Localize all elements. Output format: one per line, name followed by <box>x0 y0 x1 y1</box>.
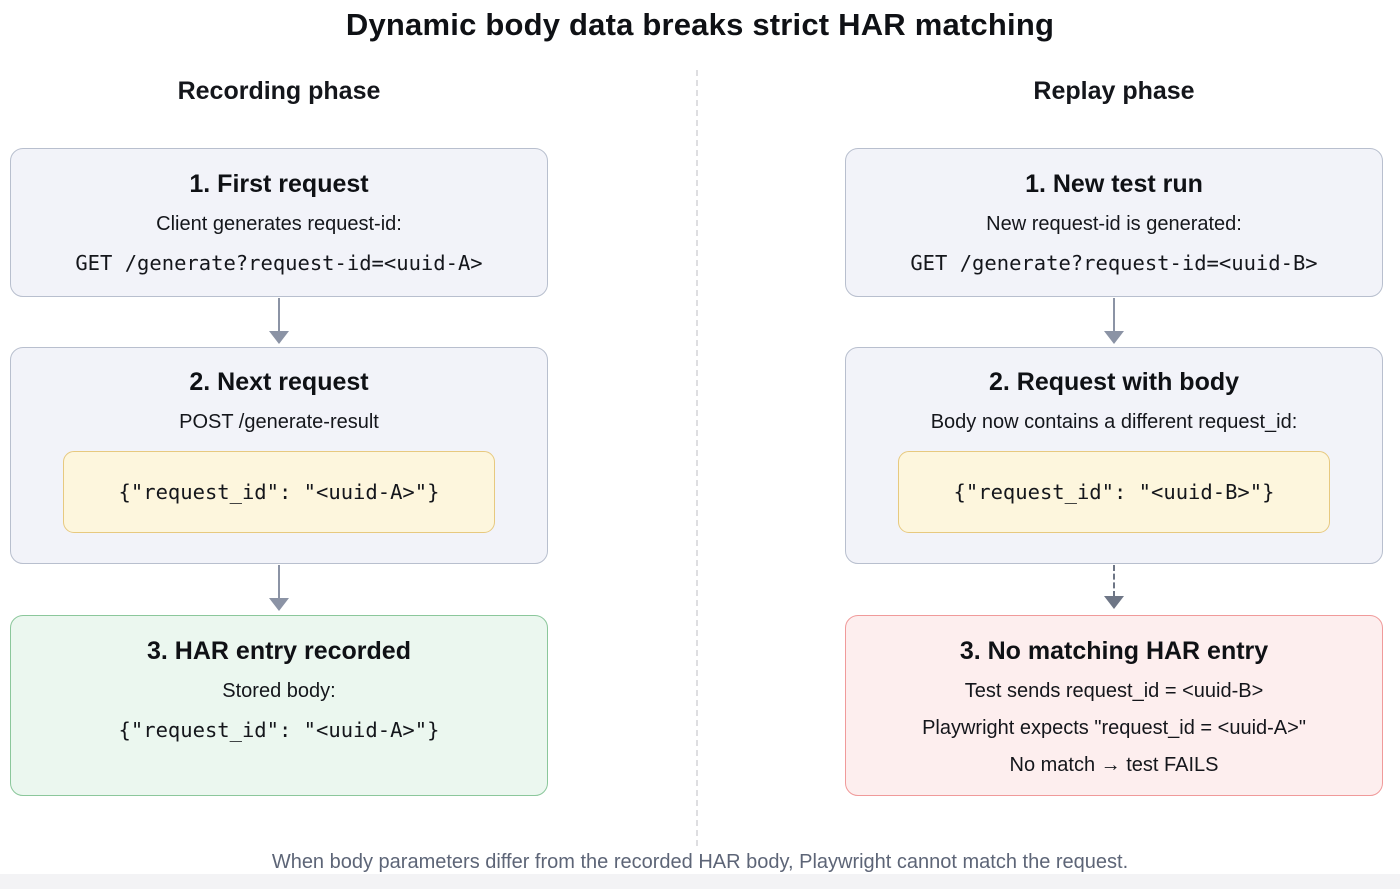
replay-step2-line: Body now contains a different request_id… <box>930 410 1298 433</box>
footer-caption: When body parameters differ from the rec… <box>271 851 1129 873</box>
recording-step3-line: Stored body: <box>222 679 336 702</box>
arrow-head-icon <box>269 331 289 344</box>
replay-step3-heading: 3. No matching HAR entry <box>959 637 1269 665</box>
replay-step3-line2: Playwright expects "request_id = <uuid-A… <box>922 716 1306 739</box>
replay-step2-box: 2. Request with body Body now contains a… <box>845 347 1383 564</box>
replay-step3-line3: No match → test FAILS <box>1009 753 1219 776</box>
arrow-line <box>277 298 281 332</box>
replay-step1-box: 1. New test run New request-id is genera… <box>845 148 1383 297</box>
recording-step2-code: {"request_id": "<uuid-A>"} <box>118 479 440 504</box>
recording-step2-heading: 2. Next request <box>189 368 369 396</box>
arrow-line <box>1112 298 1116 332</box>
diagram-title: Dynamic body data breaks strict HAR matc… <box>345 7 1055 42</box>
replay-step1-code: GET /generate?request-id=<uuid-B> <box>910 250 1318 275</box>
recording-step2-body-pill: {"request_id": "<uuid-A>"} <box>63 450 495 533</box>
recording-phase-header: Recording phase <box>177 77 381 105</box>
arrow-line <box>277 565 281 599</box>
replay-step3-box-error: 3. No matching HAR entry Test sends requ… <box>845 615 1383 796</box>
recording-step2-line: POST /generate-result <box>179 410 379 433</box>
replay-step2-body-pill: {"request_id": "<uuid-B>"} <box>898 450 1330 533</box>
recording-step2-box: 2. Next request POST /generate-result {"… <box>10 347 548 564</box>
replay-step1-heading: 1. New test run <box>1025 170 1203 198</box>
arrow-line <box>1113 565 1115 597</box>
replay-arrow-2-dashed-icon <box>1102 565 1126 609</box>
recording-step1-heading: 1. First request <box>189 170 369 198</box>
recording-step1-code: GET /generate?request-id=<uuid-A> <box>75 250 483 275</box>
replay-step2-code: {"request_id": "<uuid-B>"} <box>953 479 1275 504</box>
replay-step1-line: New request-id is generated: <box>986 212 1242 235</box>
replay-step2-heading: 2. Request with body <box>988 368 1240 396</box>
recording-step3-heading: 3. HAR entry recorded <box>147 637 411 665</box>
recording-arrow-1-icon <box>267 298 291 344</box>
replay-phase-header: Replay phase <box>1033 77 1195 105</box>
recording-step3-box-success: 3. HAR entry recorded Stored body: {"req… <box>10 615 548 796</box>
arrow-head-icon <box>1104 596 1124 609</box>
phase-divider-dashed-line <box>696 70 698 846</box>
replay-arrow-1-icon <box>1102 298 1126 344</box>
bottom-band <box>0 874 1400 889</box>
arrow-head-icon <box>1104 331 1124 344</box>
arrow-head-icon <box>269 598 289 611</box>
recording-step1-box: 1. First request Client generates reques… <box>10 148 548 297</box>
replay-step3-line1: Test sends request_id = <uuid-B> <box>964 679 1264 702</box>
recording-arrow-2-icon <box>267 565 291 611</box>
recording-step1-line: Client generates request-id: <box>156 212 402 235</box>
recording-step3-code: {"request_id": "<uuid-A>"} <box>118 717 440 742</box>
